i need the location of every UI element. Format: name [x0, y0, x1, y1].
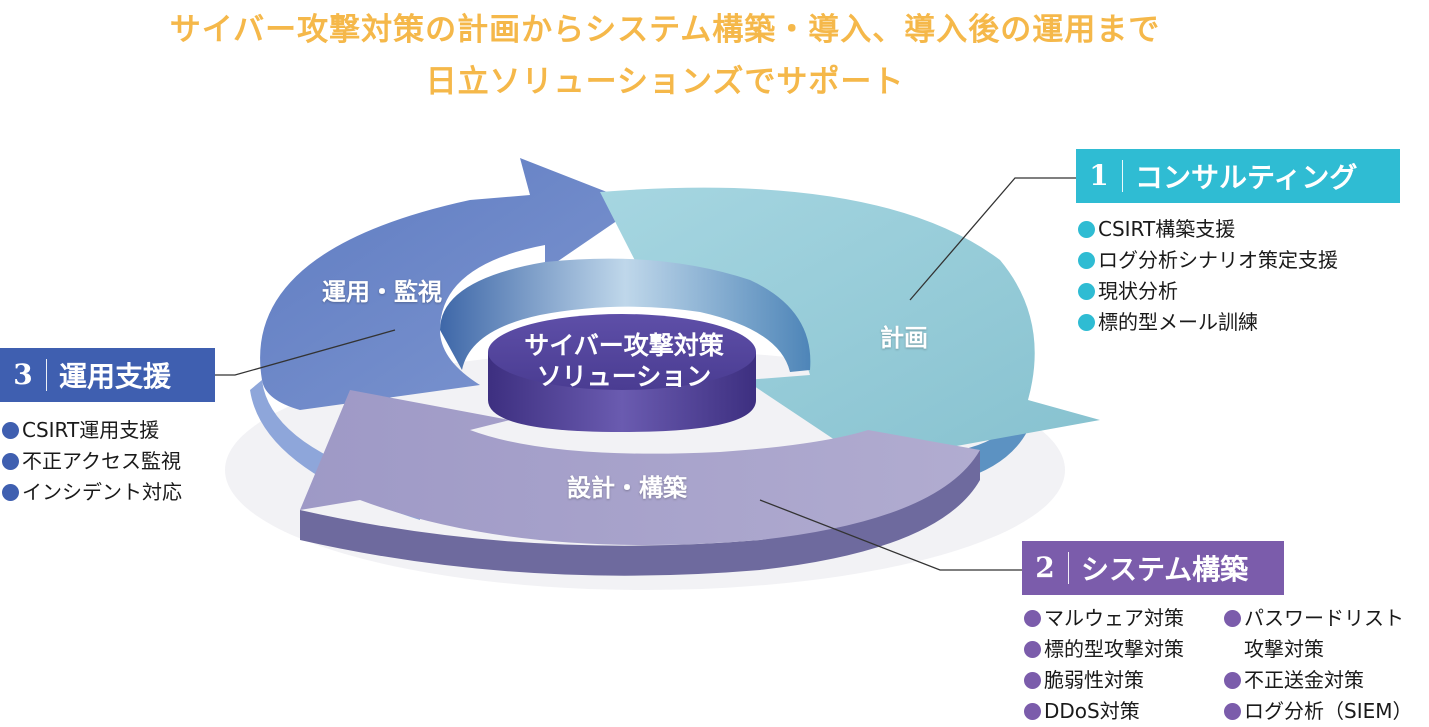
inner-hole-wall — [440, 258, 811, 372]
system-badge: 2 システム構築 — [1022, 541, 1284, 595]
bullet-dot-icon — [1224, 703, 1241, 720]
bullet-dot-icon — [1078, 221, 1095, 238]
segment-label-build: 設計・構築 — [567, 474, 687, 502]
leader-line-consulting — [909, 177, 1078, 301]
list-item: 不正アクセス監視 — [2, 446, 182, 477]
list-item: 不正送金対策 — [1224, 665, 1413, 696]
plan-segment — [600, 187, 1100, 462]
leader-line-system — [759, 499, 1022, 571]
list-item: 現状分析 — [1078, 276, 1338, 307]
list-item: 脆弱性対策 — [1024, 665, 1184, 696]
list-item: パスワードリスト — [1224, 603, 1413, 634]
system-list-col2: パスワードリスト 攻撃対策 不正送金対策 ログ分析（SIEM） — [1224, 603, 1413, 727]
operate-segment — [260, 158, 640, 410]
list-item: マルウェア対策 — [1024, 603, 1184, 634]
list-item: DDoS対策 — [1024, 696, 1184, 727]
segment-label-plan: 計画 — [880, 324, 928, 352]
list-item: インシデント対応 — [2, 477, 182, 508]
build-segment — [300, 390, 980, 545]
list-item-continuation: 攻撃対策 — [1244, 637, 1324, 661]
leader-line-operation — [215, 329, 396, 376]
bullet-dot-icon — [1024, 672, 1041, 689]
consulting-badge: 1 コンサルティング — [1076, 149, 1400, 203]
bullet-dot-icon — [1024, 610, 1041, 627]
operation-number: 3 — [0, 359, 47, 391]
system-number: 2 — [1022, 552, 1069, 584]
list-item: CSIRT運用支援 — [2, 415, 182, 446]
operation-list: CSIRT運用支援 不正アクセス監視 インシデント対応 — [2, 415, 182, 508]
bullet-dot-icon — [1224, 672, 1241, 689]
core-cylinder-top — [488, 314, 756, 390]
bullet-dot-icon — [1078, 252, 1095, 269]
bullet-dot-icon — [2, 484, 19, 501]
operation-badge: 3 運用支援 — [0, 348, 215, 402]
consulting-title: コンサルティング — [1135, 161, 1358, 194]
bullet-dot-icon — [2, 453, 19, 470]
bullet-dot-icon — [1224, 610, 1241, 627]
consulting-list: CSIRT構築支援 ログ分析シナリオ策定支援 現状分析 標的型メール訓練 — [1078, 214, 1338, 338]
bullet-dot-icon — [1078, 314, 1095, 331]
list-item: ログ分析シナリオ策定支援 — [1078, 245, 1338, 276]
segment-label-operate: 運用・監視 — [322, 278, 442, 306]
list-item: ログ分析（SIEM） — [1224, 696, 1413, 727]
bullet-dot-icon — [1024, 641, 1041, 658]
bullet-dot-icon — [2, 422, 19, 439]
core-label-line-1: サイバー攻撃対策 — [524, 331, 724, 360]
bullet-dot-icon — [1024, 703, 1041, 720]
list-item: CSIRT構築支援 — [1078, 214, 1338, 245]
core-label: サイバー攻撃対策 ソリューション — [524, 330, 724, 393]
headline-line-1: サイバー攻撃対策の計画からシステム構築・導入、導入後の運用まで — [169, 12, 1161, 48]
system-list-col1: マルウェア対策 標的型攻撃対策 脆弱性対策 DDoS対策 — [1024, 603, 1184, 727]
list-item: 標的型メール訓練 — [1078, 307, 1338, 338]
list-item: 標的型攻撃対策 — [1024, 634, 1184, 665]
bullet-dot-icon — [1078, 283, 1095, 300]
system-title: システム構築 — [1081, 553, 1249, 586]
headline-line-2: 日立ソリューションズでサポート — [425, 64, 905, 100]
operation-title: 運用支援 — [59, 360, 172, 393]
core-label-line-2: ソリューション — [536, 362, 712, 392]
consulting-number: 1 — [1076, 160, 1123, 192]
build-side-wall — [300, 450, 980, 576]
